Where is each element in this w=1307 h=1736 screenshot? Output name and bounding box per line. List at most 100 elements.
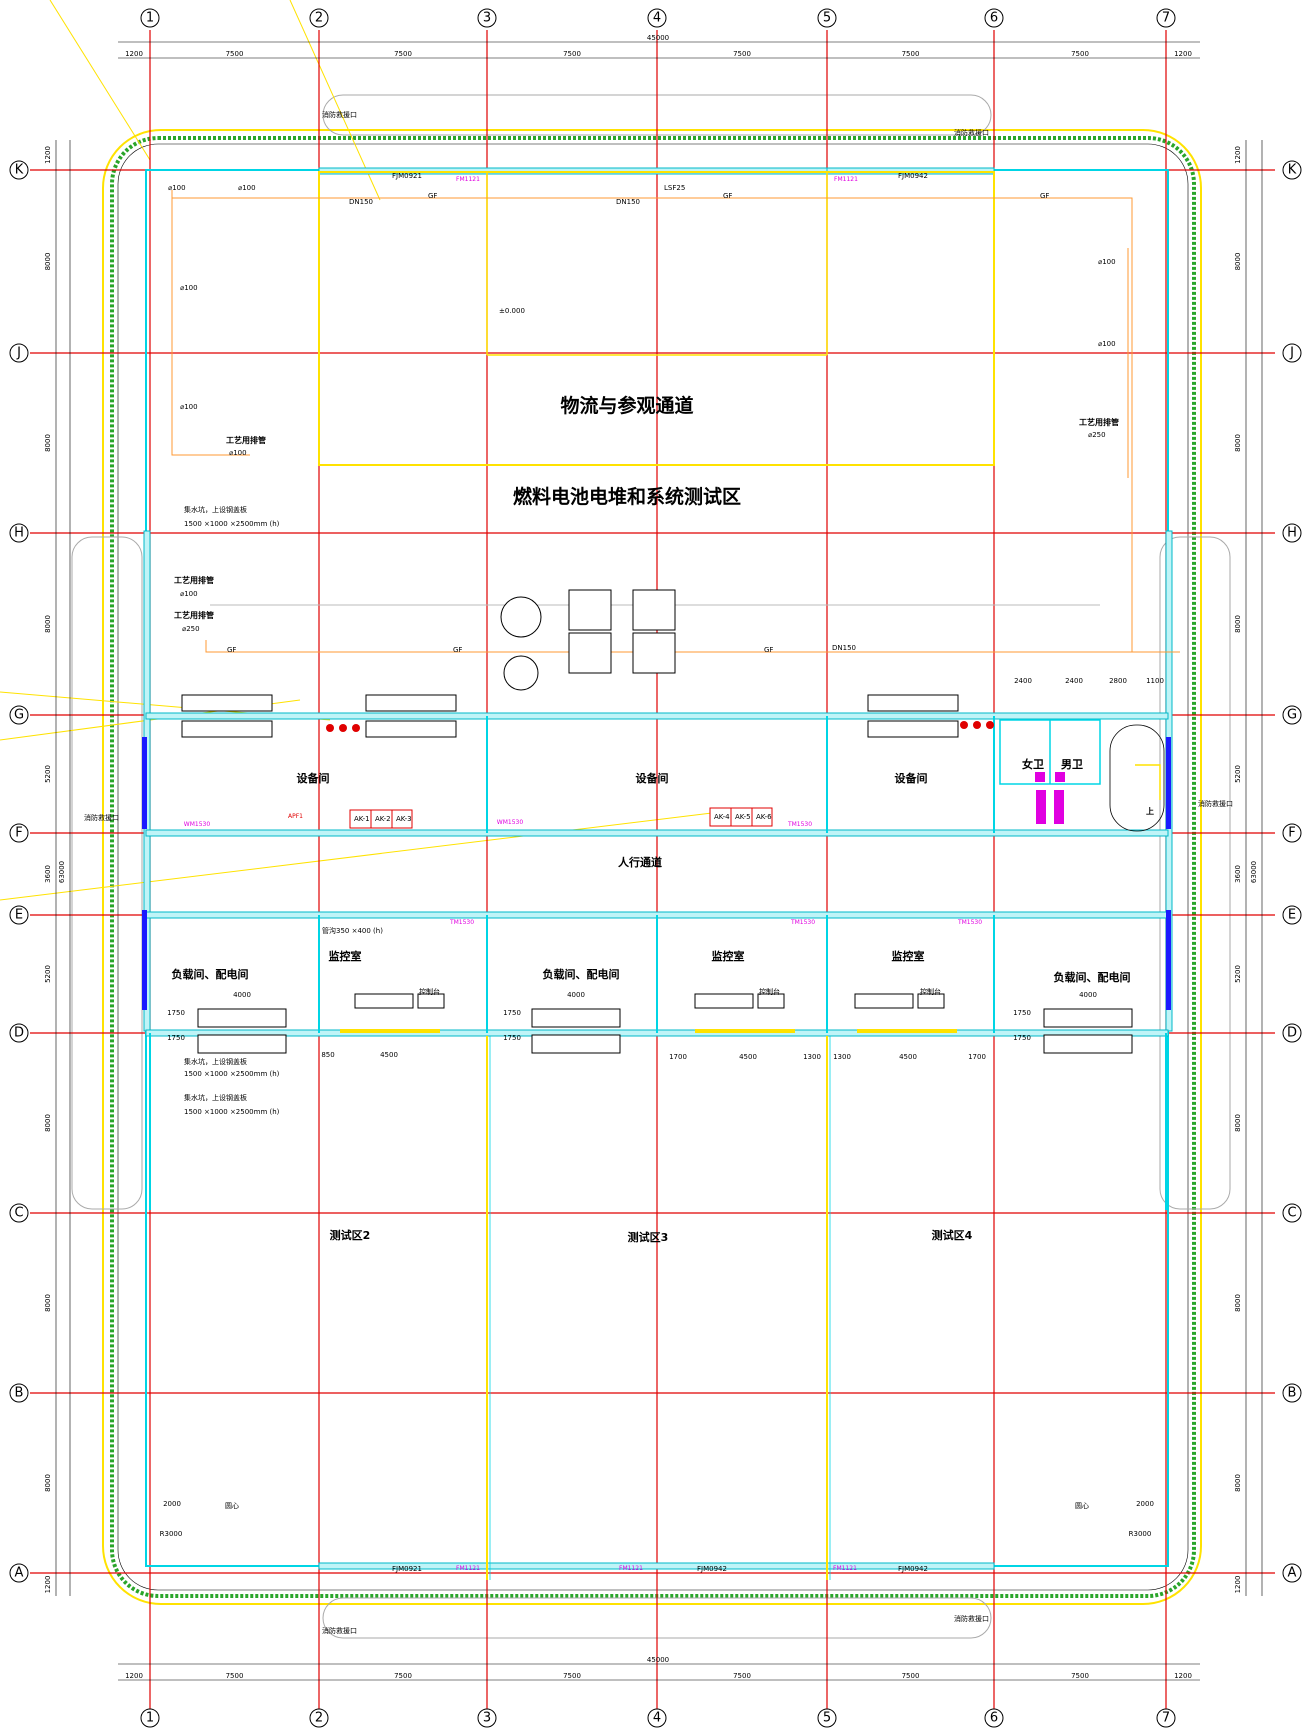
dim-850: 850 — [321, 1051, 334, 1059]
pipe-dn150-3: DN150 — [832, 644, 856, 652]
axis-bubble-top-4: 4 — [647, 8, 667, 28]
dim-segment-v: 1200 — [44, 146, 52, 164]
dim-1300-2: 1300 — [833, 1053, 851, 1061]
svg-text:B: B — [15, 1386, 24, 1401]
door-fj-2: FJM0942 — [898, 172, 928, 180]
dim-segment: 7500 — [1071, 50, 1089, 58]
svg-text:3: 3 — [483, 1711, 491, 1726]
svg-text:3: 3 — [483, 11, 491, 26]
window-label-1: WM1530 — [184, 821, 211, 828]
svg-text:5: 5 — [823, 1711, 831, 1726]
dim-segment: 1200 — [125, 1672, 143, 1680]
process-pipe-label-2: 工艺用排管 — [174, 575, 214, 585]
dim-segment-v: 8000 — [1234, 434, 1242, 452]
axis-bubble-bottom-3: 3 — [477, 1708, 497, 1728]
dim-segment-v: 8000 — [1234, 615, 1242, 633]
dim-segment-v: 8000 — [44, 253, 52, 271]
axis-bubble-left-F: F — [9, 823, 29, 843]
door-fm-5: FM1121 — [833, 1565, 857, 1572]
dim-segment-v: 8000 — [1234, 1114, 1242, 1132]
window-label-4: TM1530 — [449, 919, 474, 926]
axis-bubble-left-E: E — [9, 905, 29, 925]
svg-text:K: K — [15, 163, 24, 178]
sump-size-1: 1500 ×1000 ×2500mm (h) — [184, 520, 280, 528]
exterior-wall-green — [110, 136, 1196, 1598]
dim-2400-a: 2400 — [1014, 677, 1032, 685]
radius-right: R3000 — [1129, 1530, 1152, 1538]
svg-text:2: 2 — [315, 1711, 323, 1726]
dim-4500-1: 4500 — [380, 1051, 398, 1059]
dim-segment-v: 5200 — [44, 765, 52, 783]
dim-segment-v: 8000 — [44, 1474, 52, 1492]
dim-segment-v: 3600 — [44, 865, 52, 883]
axis-bubble-left-B: B — [9, 1383, 29, 1403]
window-label-6: TM1530 — [957, 919, 982, 926]
dim-segment-v: 5200 — [44, 965, 52, 983]
axis-bubble-left-A: A — [9, 1563, 29, 1583]
door-fj-3: FJM0921 — [392, 1565, 422, 1573]
dim-1300-1: 1300 — [803, 1053, 821, 1061]
pipe-gf-3: GF — [1040, 192, 1049, 200]
dim-segment: 7500 — [902, 1672, 920, 1680]
dim-segment-v: 8000 — [44, 434, 52, 452]
dim-segment: 7500 — [394, 50, 412, 58]
svg-text:C: C — [14, 1206, 23, 1221]
axis-bubble-left-K: K — [9, 160, 29, 180]
ak-5: AK-5 — [735, 813, 751, 821]
pipe-phi100-7: ⌀100 — [1098, 258, 1116, 266]
svg-text:E: E — [1288, 908, 1296, 923]
site-boundary — [102, 129, 1202, 1605]
axis-bubble-left-D: D — [9, 1023, 29, 1043]
pipe-phi100-5: ⌀100 — [229, 449, 247, 457]
women-wc-label: 女卫 — [1022, 757, 1044, 771]
dim-2000-left: 2000 — [163, 1500, 181, 1508]
equipment-room-label-3: 设备间 — [895, 771, 928, 785]
dim-1750-1: 1750 — [167, 1009, 185, 1017]
axis-bubble-left-J: J — [9, 343, 29, 363]
axis-bubble-left-G: G — [9, 705, 29, 725]
control-room-label-2: 监控室 — [712, 949, 745, 963]
dim-segment: 7500 — [902, 50, 920, 58]
dim-1700-2: 1700 — [968, 1053, 986, 1061]
door-fj-1: FJM0921 — [392, 172, 422, 180]
dim-segment: 7500 — [226, 50, 244, 58]
axis-bubble-top-5: 5 — [817, 8, 837, 28]
axis-bubble-top-6: 6 — [984, 8, 1004, 28]
dim-1750-2: 1750 — [167, 1034, 185, 1042]
men-wc-label: 男卫 — [1061, 758, 1083, 771]
dim-segment: 7500 — [733, 50, 751, 58]
svg-text:D: D — [14, 1026, 24, 1041]
dim-segment-v: 8000 — [44, 1114, 52, 1132]
dim-2000-right: 2000 — [1136, 1500, 1154, 1508]
process-pipe-label-4: 工艺用排管 — [1079, 417, 1119, 427]
axis-bubble-right-G: G — [1282, 705, 1302, 725]
dim-segment: 7500 — [226, 1672, 244, 1680]
dim-1100: 1100 — [1146, 677, 1164, 685]
window-label-5: TM1530 — [790, 919, 815, 926]
svg-text:D: D — [1287, 1026, 1297, 1041]
dim-segment-v: 3600 — [1234, 865, 1242, 883]
dim-segment-v: 1200 — [1234, 146, 1242, 164]
pipe-gf-4: GF — [227, 646, 236, 654]
dim-segment: 1200 — [125, 50, 143, 58]
dim-segment-v: 1200 — [1234, 1576, 1242, 1594]
pipe-phi100-3: ⌀100 — [180, 284, 198, 292]
pipe-phi100-4: ⌀100 — [180, 403, 198, 411]
dim-segment: 1200 — [1174, 1672, 1192, 1680]
grid-lines — [30, 30, 1275, 1710]
logistics-corridor-outline — [318, 171, 995, 466]
console-label-3: 控制台 — [920, 987, 941, 996]
axis-bubble-right-D: D — [1282, 1023, 1302, 1043]
dim-segment-v: 5200 — [1234, 965, 1242, 983]
axis-bubble-right-E: E — [1282, 905, 1302, 925]
pipe-phi100-1: ⌀100 — [168, 184, 186, 192]
load-room-label-2: 负载间、配电间 — [543, 967, 620, 981]
radius-left: R3000 — [160, 1530, 183, 1538]
svg-text:7: 7 — [1162, 11, 1170, 26]
pipe-phi100-6: ⌀100 — [180, 590, 198, 598]
control-room-label-3: 监控室 — [892, 949, 925, 963]
fuel-cell-zone-label: 燃料电池电堆和系统测试区 — [513, 485, 741, 508]
dim-2400-b: 2400 — [1065, 677, 1083, 685]
axis-bubble-right-K: K — [1282, 160, 1302, 180]
